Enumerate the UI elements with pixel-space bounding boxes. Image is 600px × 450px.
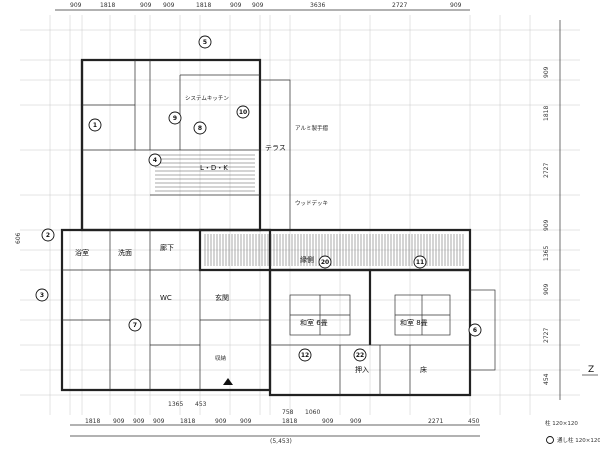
reference-bubble-label: 20 — [321, 259, 329, 266]
bottom-dim-6: 909 — [215, 418, 227, 425]
total-dimension: (5,453) — [270, 438, 292, 445]
bottom-dim-12: 450 — [468, 418, 480, 425]
room-rouka: 廊下 — [160, 243, 174, 252]
legend-post: 柱 120×120 — [545, 419, 578, 427]
room-yokushitsu: 浴室 — [75, 248, 89, 257]
bottom-dim-11: 2271 — [428, 418, 443, 425]
top-dim-10: 909 — [450, 2, 462, 9]
sub-dim-4: 1060 — [305, 409, 320, 416]
svg-text:Z: Z — [588, 365, 594, 375]
room-toko: 床 — [420, 365, 427, 374]
top-dim-5: 1818 — [196, 2, 211, 9]
reference-bubble — [35, 288, 49, 302]
bottom-dim-9: 909 — [322, 418, 334, 425]
reference-bubble-label: 22 — [356, 352, 364, 359]
bottom-dim-1: 1818 — [85, 418, 100, 425]
room-senmen: 洗面 — [118, 248, 132, 257]
reference-bubble-label: 12 — [301, 352, 309, 359]
reference-bubble — [193, 121, 207, 135]
top-dim-1: 909 — [70, 2, 82, 9]
right-dim-7: 2727 — [543, 328, 550, 343]
right-dim-4: 909 — [543, 219, 550, 231]
entrance-marker — [223, 378, 233, 385]
reference-bubble — [198, 35, 212, 49]
bottom-dim-10: 909 — [350, 418, 362, 425]
north-arrow: Z — [582, 365, 598, 376]
reference-bubble-label: 2 — [46, 232, 50, 239]
reference-bubble-label: 10 — [239, 109, 247, 116]
right-dim-6: 909 — [543, 283, 550, 295]
left-dimension-line: 606 — [15, 232, 22, 244]
reference-bubble — [413, 255, 427, 269]
right-dim-5: 1365 — [543, 246, 550, 261]
reference-bubble-label: 1 — [93, 122, 97, 129]
walls-lower-block — [60, 228, 272, 392]
top-dim-4: 909 — [163, 2, 175, 9]
reference-bubble — [168, 111, 182, 125]
reference-bubble-label: 9 — [173, 115, 177, 122]
reference-bubble — [236, 105, 250, 119]
room-genkan: 玄関 — [215, 293, 229, 302]
room-wc: WC — [160, 294, 172, 302]
bottom-dim-3: 909 — [133, 418, 145, 425]
reference-bubble-label: 7 — [133, 322, 137, 329]
bottom-dim-7: 909 — [240, 418, 252, 425]
annotation-kitchen: システムキッチン — [185, 95, 229, 102]
top-dim-6: 909 — [230, 2, 242, 9]
reference-bubble — [41, 228, 55, 242]
sub-dim-3: 758 — [282, 409, 294, 416]
walls-upper-block — [80, 58, 291, 232]
reference-bubble — [128, 318, 142, 332]
bottom-dim-5: 1818 — [180, 418, 195, 425]
annotation-storage: 収納 — [215, 354, 227, 362]
top-dimension-line: 909 1818 909 909 1818 909 909 3636 2727 … — [55, 2, 470, 11]
reference-bubble-label: 6 — [473, 327, 477, 334]
annotation-labels: アルミ製手摺 ウッドデッキ 収納 システムキッチン — [185, 95, 328, 362]
top-dim-3: 909 — [140, 2, 152, 9]
sub-dim-1: 1365 — [168, 401, 183, 408]
ldk-floor-hatch — [155, 154, 255, 192]
right-dim-8: 454 — [543, 373, 550, 385]
room-labels: L・D・K 和室 6畳 和室 8畳 縁側 玄関 押入 床 浴室 洗面 WC 廊下… — [75, 144, 428, 374]
reference-bubble-label: 4 — [153, 157, 157, 164]
corridor-band — [198, 228, 472, 272]
room-washitsu-right: 和室 8畳 — [400, 318, 428, 327]
right-dimension-line: 909 1818 2727 909 1365 909 2727 454 — [543, 20, 561, 400]
reference-bubble-label: 5 — [203, 39, 207, 46]
sub-dim-2: 453 — [195, 401, 207, 408]
room-terrace: テラス — [265, 144, 286, 152]
walls-tatami-rooms — [268, 268, 496, 397]
reference-bubble — [88, 118, 102, 132]
right-dim-2: 1818 — [543, 106, 550, 121]
reference-bubble — [318, 255, 332, 269]
right-dim-3: 2727 — [543, 163, 550, 178]
bottom-dimension-line: 1818 909 909 909 1818 909 909 1818 909 9… — [70, 401, 480, 445]
top-dim-9: 2727 — [392, 2, 407, 9]
annotation-wood-deck: ウッドデッキ — [295, 199, 328, 207]
bottom-dim-8: 1818 — [282, 418, 297, 425]
room-washitsu-left: 和室 6畳 — [300, 318, 328, 327]
room-oshiire: 押入 — [355, 365, 369, 374]
reference-bubble-label: 3 — [40, 292, 44, 299]
reference-bubble — [298, 348, 312, 362]
top-dim-2: 1818 — [100, 2, 115, 9]
reference-bubble-label: 11 — [416, 259, 424, 266]
legend-through-post: 通し柱 120×120 — [557, 436, 600, 444]
left-dim-1: 606 — [15, 232, 22, 244]
reference-bubble-label: 8 — [198, 125, 202, 132]
annotation-aluminum: アルミ製手摺 — [295, 124, 328, 132]
reference-bubble — [353, 348, 367, 362]
bottom-dim-4: 909 — [153, 418, 165, 425]
bottom-dim-2: 909 — [113, 418, 125, 425]
top-dim-8: 3636 — [310, 2, 325, 9]
top-dim-7: 909 — [252, 2, 264, 9]
room-engawa: 縁側 — [300, 255, 314, 264]
reference-bubble — [148, 153, 162, 167]
room-ldk: L・D・K — [200, 164, 228, 172]
legend: 柱 120×120 通し柱 120×120 — [545, 419, 600, 444]
reference-bubble — [468, 323, 482, 337]
right-dim-1: 909 — [543, 66, 550, 78]
